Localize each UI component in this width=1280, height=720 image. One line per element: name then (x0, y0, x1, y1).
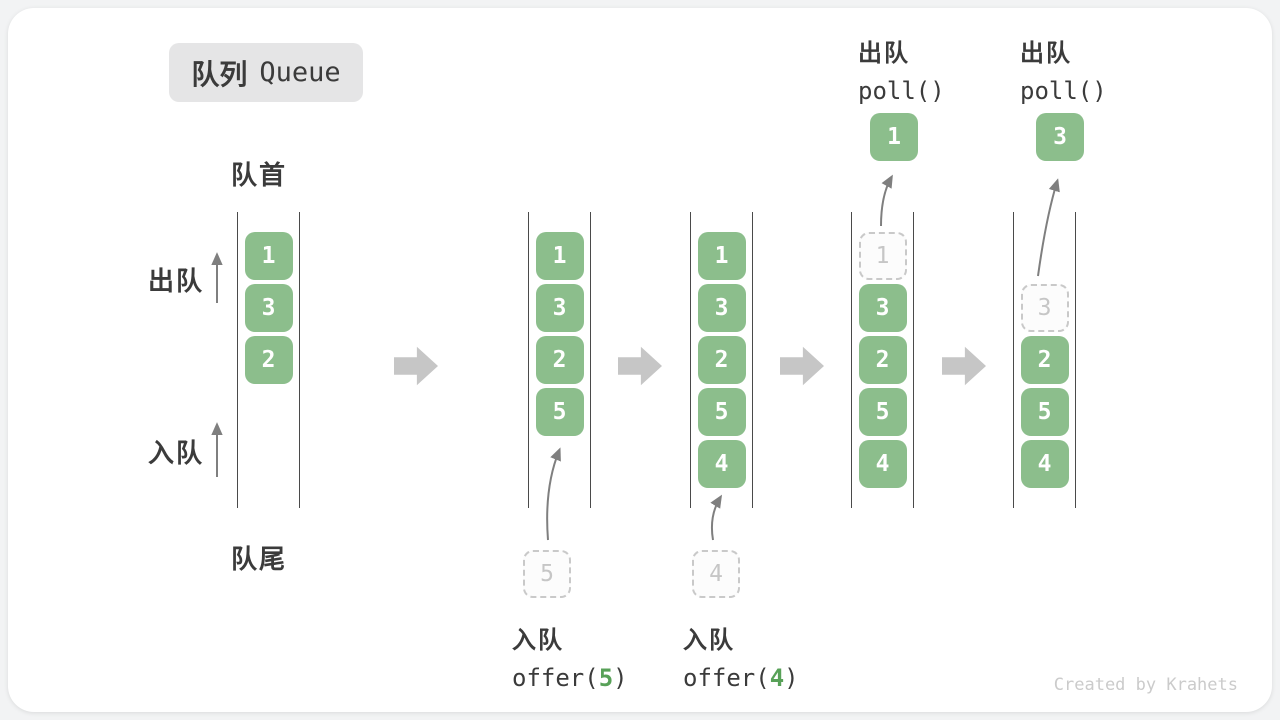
enqueue-side-label: 入队 (148, 439, 205, 469)
watermark: Created by Krahets (1053, 675, 1238, 695)
queue-cell: 2 (1020, 336, 1069, 384)
dequeue-op-label: 出队 poll() (1020, 33, 1107, 105)
queue-cell: 5 (858, 388, 907, 436)
enqueue-op-label: 入队 offer(4) (683, 620, 799, 692)
queue-cell: 1 (244, 232, 293, 280)
incoming-element-cell: 5 (523, 550, 571, 598)
queue-cell: 3 (697, 284, 746, 332)
queue-cell: 4 (1020, 440, 1069, 488)
queue-cell: 2 (858, 336, 907, 384)
enqueue-op-code: offer(4) (683, 664, 799, 692)
queue-cell: 5 (535, 388, 584, 436)
queue-state-4: 1 3 2 5 4 (851, 212, 914, 508)
enqueue-op-title: 入队 (512, 626, 564, 654)
queue-cell: 3 (244, 284, 293, 332)
incoming-element-cell: 4 (692, 550, 740, 598)
enqueue-op-code: offer(5) (512, 664, 628, 692)
dequeue-op-label: 出队 poll() (858, 33, 945, 105)
dequeue-op-code: poll() (858, 77, 945, 105)
dequeue-side-label: 出队 (148, 267, 205, 297)
enqueue-op-title: 入队 (683, 626, 735, 654)
queue-front-label: 队首 (231, 161, 288, 191)
dequeue-op-title: 出队 (1020, 39, 1072, 67)
removed-slot-ghost: 3 (1020, 284, 1069, 332)
title-en: Queue (259, 57, 341, 88)
queue-state-1: 1 3 2 (237, 212, 300, 508)
polled-element-cell: 1 (870, 113, 918, 161)
title-zh: 队列 (191, 57, 248, 91)
queue-cell: 4 (697, 440, 746, 488)
queue-cell: 3 (535, 284, 584, 332)
polled-element-cell: 3 (1036, 113, 1084, 161)
enqueue-op-label: 入队 offer(5) (512, 620, 628, 692)
queue-cell: 2 (697, 336, 746, 384)
op-argument: 5 (598, 664, 614, 692)
dequeue-op-title: 出队 (858, 39, 910, 67)
queue-state-3: 1 3 2 5 4 (690, 212, 753, 508)
title-chip: 队列 Queue (169, 43, 363, 102)
queue-cell: 3 (858, 284, 907, 332)
queue-state-2: 1 3 2 5 (528, 212, 591, 508)
queue-cell: 4 (858, 440, 907, 488)
queue-cell: 1 (697, 232, 746, 280)
queue-rear-label: 队尾 (231, 545, 288, 575)
queue-cell: 1 (535, 232, 584, 280)
queue-cell: 2 (535, 336, 584, 384)
op-argument: 4 (769, 664, 785, 692)
dequeue-op-code: poll() (1020, 77, 1107, 105)
queue-cell: 5 (697, 388, 746, 436)
removed-slot-ghost: 1 (858, 232, 907, 280)
queue-cell: 2 (244, 336, 293, 384)
queue-cell: 5 (1020, 388, 1069, 436)
queue-state-5: 3 2 5 4 (1013, 212, 1076, 508)
